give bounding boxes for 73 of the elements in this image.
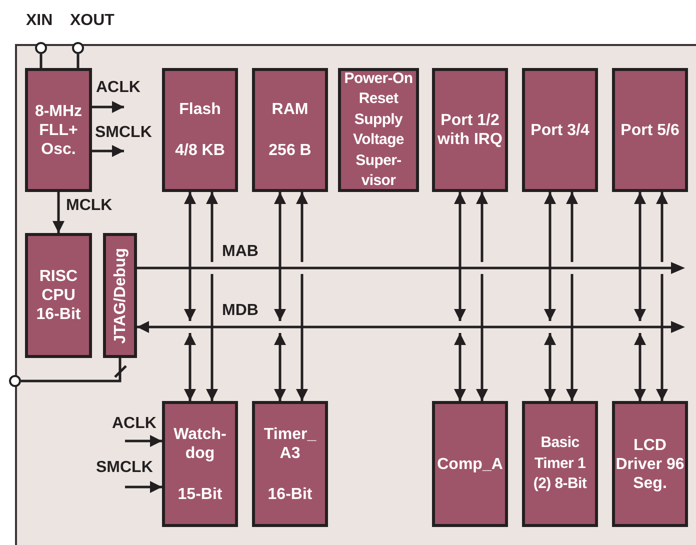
block-title: Watch- dog (172, 424, 228, 462)
pin-label: XOUT (70, 12, 114, 30)
pin-terminal (9, 375, 21, 387)
block-title: Port 3/4 (530, 120, 590, 140)
arrow (454, 333, 466, 401)
module-block (252, 68, 328, 192)
signal-label: ACLK (96, 79, 140, 97)
block-detail: 16-Bit (268, 484, 312, 504)
module-block (103, 233, 137, 358)
arrow (296, 192, 308, 262)
block-title: RAM (272, 100, 308, 119)
arrow (656, 192, 668, 262)
bus-arrow (160, 321, 685, 333)
arrow (476, 192, 488, 262)
module-block (162, 401, 238, 527)
arrow (634, 192, 646, 321)
arrow (92, 101, 124, 113)
module-block (432, 68, 508, 192)
block-title: Flash (179, 100, 221, 119)
module-block (25, 233, 92, 358)
module-block (25, 68, 92, 192)
bus-label: MAB (222, 243, 258, 261)
module-block (252, 401, 328, 527)
arrow (274, 192, 286, 321)
module-block (522, 68, 598, 192)
arrow (137, 321, 160, 333)
arrow (274, 333, 286, 401)
connector-line (76, 54, 80, 68)
bus-arrow (160, 262, 685, 274)
arrow (544, 192, 556, 321)
block-title: RISC CPU 16-Bit (35, 267, 82, 324)
block-title: JTAG/Debug (110, 248, 130, 344)
arrow (184, 333, 196, 401)
module-block (162, 68, 238, 192)
signal-label: MCLK (66, 197, 112, 215)
block-title: Port 1/2 with IRQ (436, 111, 504, 149)
block-detail: 4/8 KB (175, 141, 225, 160)
bus-label: MDB (222, 302, 258, 320)
arrow (634, 333, 646, 401)
block-detail: 256 B (268, 141, 312, 160)
connector-line (137, 266, 160, 270)
arrow (92, 145, 124, 157)
module-block (522, 401, 598, 527)
connector-line (40, 54, 42, 68)
arrow (125, 435, 162, 447)
arrow (454, 192, 466, 321)
module-block (432, 401, 508, 527)
connector-line (20, 356, 128, 382)
block-title: Basic Timer 1 (2) 8-Bit (532, 433, 588, 494)
arrow (125, 481, 162, 493)
arrow (544, 333, 556, 401)
pin-label: XIN (26, 12, 53, 30)
module-block (612, 401, 688, 527)
block-detail: 15-Bit (178, 484, 222, 504)
arrow (184, 192, 196, 321)
block-title: Port 5/6 (620, 120, 680, 140)
arrow (296, 274, 308, 401)
block-title: Power-On Reset Supply Voltage Super- visor (343, 68, 414, 191)
arrow (476, 274, 488, 401)
signal-label: SMCLK (96, 459, 153, 477)
signal-label: SMCLK (95, 124, 152, 142)
arrow (566, 192, 578, 262)
block-title: 8-MHz FLL+ Osc. (34, 102, 84, 158)
arrow (206, 192, 218, 262)
block-title: Comp_A (437, 454, 503, 474)
block-title: Timer_ A3 (262, 424, 318, 462)
arrow (52, 192, 64, 233)
signal-label: ACLK (112, 415, 156, 433)
module-block (612, 68, 688, 192)
arrow (206, 274, 218, 401)
arrow (566, 274, 578, 401)
block-title: LCD Driver 96 Seg. (615, 436, 685, 492)
arrow (656, 274, 668, 401)
